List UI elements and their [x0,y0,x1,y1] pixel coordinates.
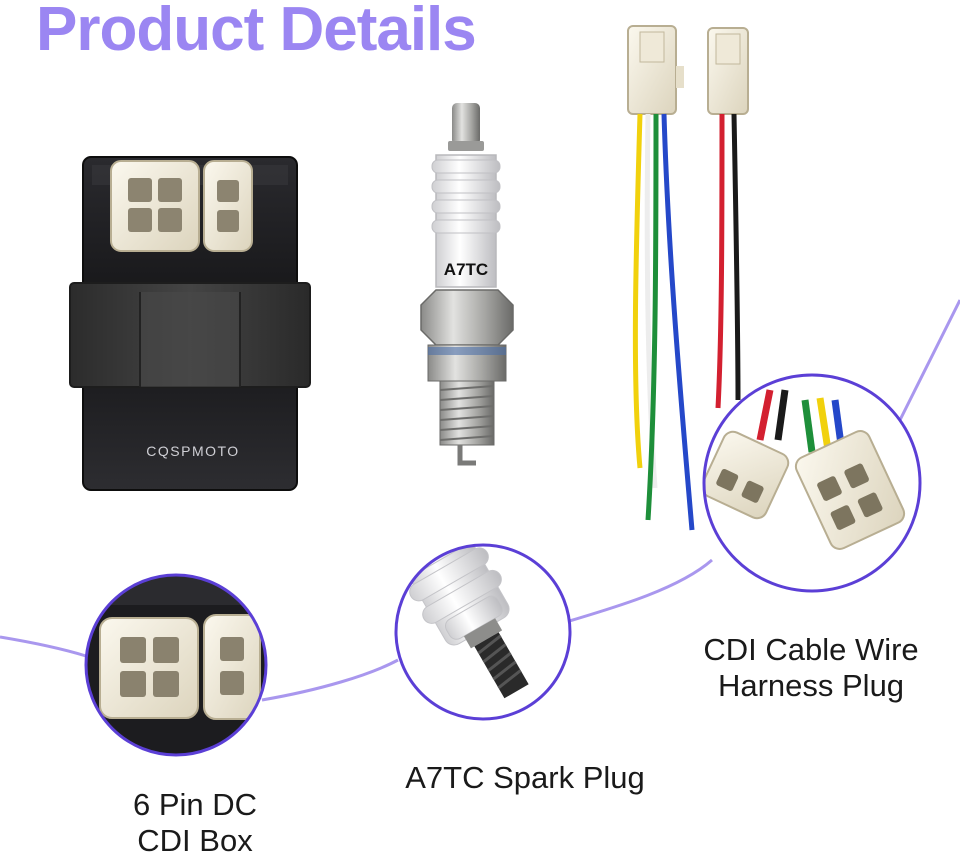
swoosh-left [0,635,87,658]
spark-plug-marking: A7TC [444,260,488,279]
swoosh-mid-right [565,558,713,624]
zoom-circle [84,573,268,757]
zoom-circle [394,543,572,721]
cdi-brand-text: CQSPMOTO [146,443,239,459]
cdi-box-label: 6 Pin DC CDI Box [100,787,290,859]
cdi-box-label-line1: 6 Pin DC [132,787,258,822]
zoom-circle [702,373,922,593]
page-title: Product Details [36,0,477,64]
swoosh-right [898,299,960,421]
harness-label: CDI Cable Wire Harness Plug [676,632,946,704]
harness-label-line2: Harness Plug [717,668,905,703]
spark-plug-image: A7TC [420,103,514,466]
spark-plug-label: A7TC Spark Plug [405,760,645,795]
cdi-box-label-line2: CDI Box [137,823,253,858]
harness-label-line1: CDI Cable Wire [703,632,919,667]
swoosh-middle [261,658,399,702]
wire-harness-image [627,25,749,531]
cdi-box-image: CQSPMOTO [69,156,311,491]
